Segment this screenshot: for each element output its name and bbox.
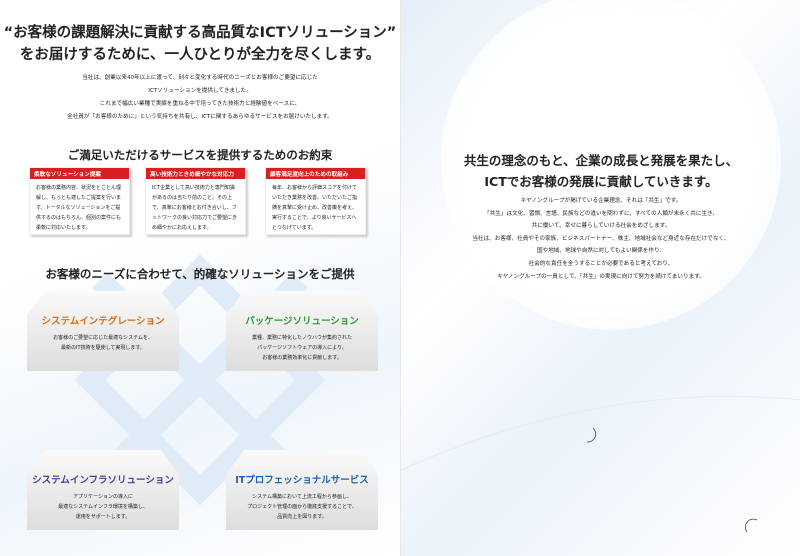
body-line: 共に働いて、幸せに暮らしていける社会をめざします。 (531, 223, 671, 230)
main-headline: “お客様の課題解決に貢献する高品質なICTソリューション” をお届けするために、… (0, 22, 400, 66)
intro-text: 当社は、創業以来40年以上に渡って、刻々と変化する時代のニーズとお客様のご要望に… (0, 72, 400, 124)
promise-card-body: お客様の業務内容、状況をとことん理解し、もっとも適したご提案を行います。トータル… (36, 185, 122, 231)
promise-card: 顧客満足度向上のための取組み 毎年、お客様から評価スコアを付けていただき業務を改… (265, 167, 366, 235)
solution-title: システムインテグレーション (41, 316, 165, 327)
left-page: “お客様の課題解決に貢献する高品質なICTソリューション” をお届けするために、… (0, 0, 400, 556)
solution-title: ITプロフェッショナルサービス (235, 475, 369, 486)
body-line: 社会的な責任を全うすることが必要であると考えており、 (528, 260, 674, 267)
white-circle-decoration (441, 0, 781, 330)
promise-card-body: 毎年、お客様から評価スコアを付けていただき業務を改善。いただいたご指摘を真摯に受… (272, 185, 358, 231)
promise-card-title: 柔軟なソリューション提案 (30, 168, 129, 179)
philosophy-body: キヤノングループが掲げている企業理念、それは「共生」です。 「共生」は文化、習慣… (401, 195, 800, 283)
solution-body: お客様のご要望に応じた最適なシステムを、最新のIT技術を駆使して実現します。 (53, 335, 153, 351)
solution-box: システムインテグレーション お客様のご要望に応じた最適なシステムを、最新のIT技… (27, 291, 179, 371)
intro-line: 当社は、創業以来40年以上に渡って、刻々と変化する時代のニーズとお客様のご要望に… (82, 75, 318, 81)
headline-line: ICTでお客様の発展に貢献していきます。 (484, 174, 718, 189)
solution-title: パッケージソリューション (245, 316, 359, 327)
solutions-title: お客様のニーズに合わせて、的確なソリューションをご提供 (45, 267, 355, 281)
body-line: 「共生」は文化、習慣、言語、民族などの違いを問わずに、すべての人類が末永く共に生… (484, 210, 718, 217)
promise-card-title: 高い技術力ときめ細やかな対応力 (146, 168, 245, 179)
headline-line: “お客様の課題解決に貢献する高品質なICTソリューション” (3, 25, 397, 41)
promise-card: 高い技術力ときめ細やかな対応力 ICT企業として高い技術力と専門知識があるのは当… (145, 167, 246, 235)
solution-box: システムインフラソリューション アプリケーションの導入に最適なシステムインフラ環… (27, 450, 179, 530)
body-line: 当社は、お客様、社員やその家族、ビジネスパートナー、株主、地域社会など身近な存在… (472, 235, 730, 242)
body-line: キヤノングループの一員として、「共生」の実現に向けて努力を続けてまいります。 (497, 273, 705, 280)
solution-box: ITプロフェッショナルサービス システム構築において上流工程から参画し、プロジェ… (226, 450, 378, 530)
headline-line: をお届けするために、一人ひとりが全力を尽くします。 (19, 47, 381, 63)
headline-line: 共生の理念のもと、企業の成長と発展を果たし、 (463, 153, 739, 168)
philosophy-headline: 共生の理念のもと、企業の成長と発展を果たし、 ICTでお客様の発展に貢献していき… (401, 150, 800, 192)
arc-decoration (401, 395, 800, 533)
body-line: 国や地域、地球や自然に対してもよい関係を作り、 (537, 248, 665, 255)
body-line: キヤノングループが掲げている企業理念、それは「共生」です。 (520, 198, 682, 204)
intro-line: これまで幅広い業種で実績を重ねる中で培ってきた技術力と経験値をベースに、 (99, 101, 301, 107)
solution-title: システムインフラソリューション (32, 475, 174, 486)
right-page: 共生の理念のもと、企業の成長と発展を果たし、 ICTでお客様の発展に貢献していき… (400, 0, 800, 556)
promise-title: ご満足いただけるサービスを提供するためのお約束 (67, 148, 333, 162)
promise-card-title: 顧客満足度向上のための取組み (266, 168, 365, 179)
intro-line: 全社員が「お客様のために」という気持ちを共有し、ICTに関するあらゆるサービスを… (67, 114, 333, 120)
promise-card: 柔軟なソリューション提案 お客様の業務内容、状況をとことん理解し、もっとも適した… (29, 167, 130, 235)
solution-body: 業種、業務に特化したノウハウが集約されたパッケージソフトウェアの導入により、お客… (251, 335, 352, 361)
solution-body: アプリケーションの導入に最適なシステムインフラ環境を構築し、運用をサポートします… (58, 494, 148, 520)
solution-box: パッケージソリューション 業種、業務に特化したノウハウが集約されたパッケージソフ… (226, 291, 378, 371)
intro-line: ICTソリューションを提供してきました。 (148, 88, 252, 94)
promise-card-body: ICT企業として高い技術力と専門知識があるのは当たり前のこと。その上で、真摯にお… (152, 185, 238, 231)
solution-body: システム構築において上流工程から参画し、プロジェクト管理の面から徹底支援すること… (247, 494, 357, 520)
